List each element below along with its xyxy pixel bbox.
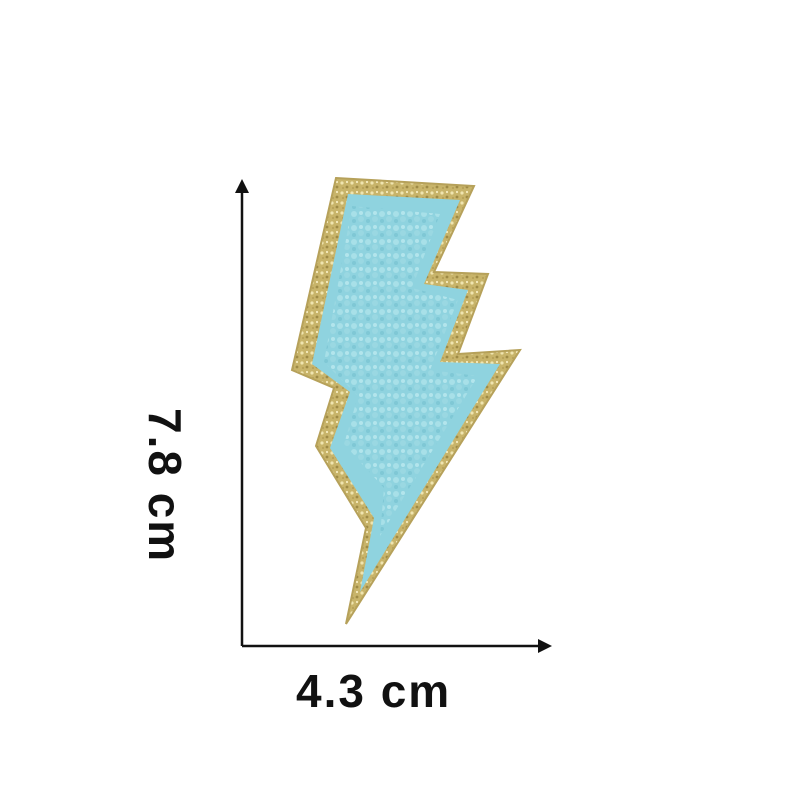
height-dimension-label: 7.8 cm xyxy=(139,408,191,564)
width-dimension-label: 4.3 cm xyxy=(296,665,452,717)
chenille-texture xyxy=(324,206,478,536)
